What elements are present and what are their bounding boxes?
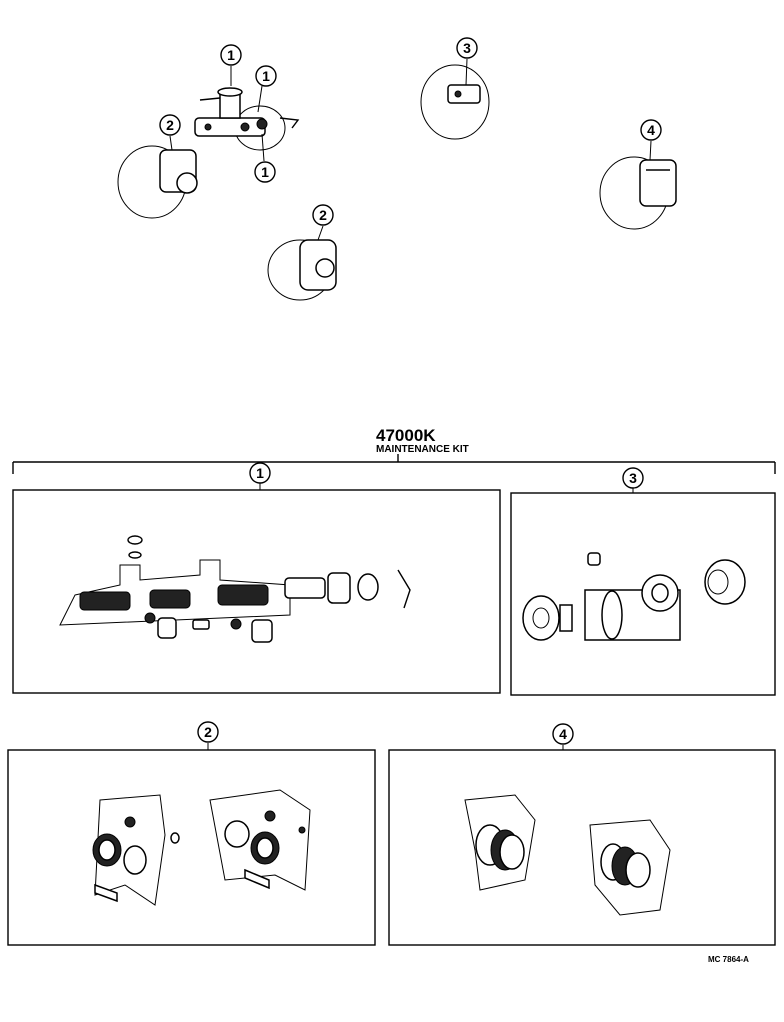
callout-top-1a: 1 [220,44,242,66]
svg-text:3: 3 [629,470,637,486]
svg-text:1: 1 [262,68,270,84]
svg-text:1: 1 [227,47,235,63]
kit-bracket [12,454,776,474]
overview-wheel-cylinder [420,58,490,140]
kit-name: MAINTENANCE KIT [376,444,469,455]
callout-panel-3: 3 [622,467,644,489]
overview-front-caliper-left [117,135,198,219]
callout-top-4: 4 [640,119,662,141]
svg-text:2: 2 [319,207,327,223]
svg-text:3: 3 [463,40,471,56]
panel-rear-caliper-kit [388,745,776,946]
callout-panel-4: 4 [552,723,574,745]
panel-wheel-cylinder-kit [510,488,776,696]
svg-text:1: 1 [261,164,269,180]
callout-top-1b: 1 [255,65,277,87]
overview-front-caliper-right [267,225,337,301]
svg-text:4: 4 [647,122,655,138]
callout-top-2b: 2 [312,204,334,226]
callout-top-2a: 2 [159,114,181,136]
callout-top-3: 3 [456,37,478,59]
svg-text:2: 2 [204,724,212,740]
panel-front-caliper-kit [7,743,376,946]
svg-text:1: 1 [256,465,264,481]
kit-code: 47000K [376,426,436,445]
callout-panel-2: 2 [197,721,219,743]
callout-top-1c: 1 [254,161,276,183]
callout-panel-1: 1 [249,462,271,484]
panel-master-cylinder-kit [12,483,501,694]
overview-rear-caliper [599,140,677,230]
reference-number: MC 7864-A [708,955,749,964]
svg-text:4: 4 [559,726,567,742]
overview-master-cylinder [194,66,300,162]
svg-text:2: 2 [166,117,174,133]
